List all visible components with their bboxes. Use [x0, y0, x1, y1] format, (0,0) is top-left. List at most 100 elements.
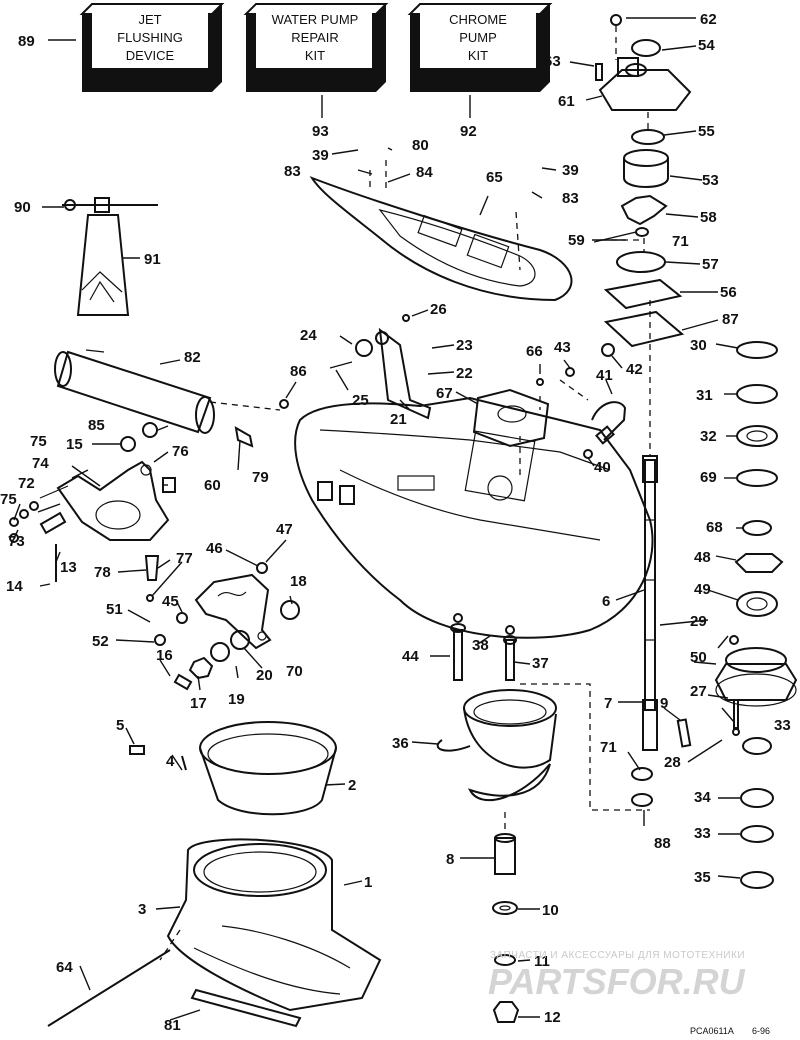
callout-23: 23 — [456, 337, 473, 354]
bearing-housing-drawing — [714, 647, 798, 736]
callout-61: 61 — [558, 93, 575, 110]
small-hardware-left — [120, 399, 300, 771]
callout-84: 84 — [416, 164, 433, 181]
callout-15: 15 — [66, 436, 83, 453]
callout-28: 28 — [664, 754, 681, 771]
callout-34: 34 — [694, 789, 711, 806]
bearing-seal-column — [729, 341, 784, 645]
small-rings — [631, 718, 774, 889]
callout-78: 78 — [94, 564, 111, 581]
callout-59: 59 — [568, 232, 585, 249]
callout-39b: 39 — [562, 162, 579, 179]
figure-code: PCA0611A — [690, 1026, 734, 1036]
callout-40: 40 — [594, 459, 611, 476]
kit-label-line: KIT — [468, 48, 488, 63]
callout-19: 19 — [228, 691, 245, 708]
callout-5: 5 — [116, 717, 124, 734]
support-bracket-drawing — [329, 314, 432, 420]
kit-label-line: DEVICE — [126, 48, 175, 63]
callout-18: 18 — [290, 573, 307, 590]
callout-14: 14 — [6, 578, 23, 595]
callout-3: 3 — [138, 901, 146, 918]
callout-70: 70 — [286, 663, 303, 680]
callout-54: 54 — [698, 37, 715, 54]
callout-37: 37 — [532, 655, 549, 672]
callout-33b: 33 — [694, 825, 711, 842]
callout-4: 4 — [166, 753, 175, 770]
callout-74: 74 — [32, 455, 49, 472]
callout-29: 29 — [690, 613, 707, 630]
callout-41: 41 — [596, 367, 613, 384]
intake-grate-drawing — [166, 838, 382, 1012]
callout-72: 72 — [18, 475, 35, 492]
callout-64: 64 — [56, 959, 73, 976]
callout-32: 32 — [700, 428, 717, 445]
callout-50: 50 — [690, 649, 707, 666]
callout-75b: 75 — [0, 491, 17, 508]
callout-48: 48 — [694, 549, 711, 566]
callout-16: 16 — [156, 647, 173, 664]
callout-39: 39 — [312, 147, 329, 164]
callout-47: 47 — [276, 521, 293, 538]
callout-66: 66 — [526, 343, 543, 360]
callout-49: 49 — [694, 581, 711, 598]
callout-55: 55 — [698, 123, 715, 140]
callout-36: 36 — [392, 735, 409, 752]
callout-53: 53 — [702, 172, 719, 189]
hose-41-drawing — [536, 343, 627, 459]
figure-date: 6-96 — [752, 1026, 770, 1036]
jet-housing-drawing — [294, 396, 654, 639]
watermark-brand: PARTSFOR.RU — [488, 961, 746, 1002]
callout-10: 10 — [542, 902, 559, 919]
callout-77: 77 — [176, 550, 193, 567]
watermark-tagline: ЗАПЧАСТИ И АКСЕССУАРЫ ДЛЯ МОТОТЕХНИКИ — [490, 950, 745, 961]
callout-68: 68 — [706, 519, 723, 536]
adapter-block-drawing — [472, 388, 550, 448]
callout-13: 13 — [60, 559, 77, 576]
callout-63: 63 — [544, 53, 561, 70]
callout-51: 51 — [106, 601, 123, 618]
callout-27: 27 — [690, 683, 707, 700]
callout-58: 58 — [700, 209, 717, 226]
hose-tube-drawing — [54, 349, 215, 434]
callout-86: 86 — [290, 363, 307, 380]
callout-43: 43 — [554, 339, 571, 356]
drive-shaft-drawing — [642, 455, 658, 751]
callout-38: 38 — [472, 637, 489, 654]
kit-box-water-pump: WATER PUMP REPAIR KIT — [243, 3, 389, 92]
callout-24: 24 — [300, 327, 317, 344]
callout-79: 79 — [252, 469, 269, 486]
callout-35: 35 — [694, 869, 711, 886]
callout-85: 85 — [88, 417, 105, 434]
callout-20: 20 — [256, 667, 273, 684]
callout-82: 82 — [184, 349, 201, 366]
callout-80: 80 — [412, 137, 429, 154]
callout-71: 71 — [672, 233, 689, 250]
callout-33: 33 — [774, 717, 791, 734]
callout-9: 9 — [660, 695, 668, 712]
callout-26: 26 — [430, 301, 447, 318]
kit-box-jet-flushing: JET FLUSHING DEVICE — [79, 3, 225, 92]
callout-17: 17 — [190, 695, 207, 712]
kit-label-line: KIT — [305, 48, 325, 63]
callout-leaders — [13, 17, 744, 1021]
callout-8: 8 — [446, 851, 454, 868]
callout-7: 7 — [604, 695, 612, 712]
kit-box-chrome-pump: CHROME PUMP KIT — [407, 3, 553, 92]
callout-69: 69 — [700, 469, 717, 486]
callout-21: 21 — [390, 411, 407, 428]
callout-88: 88 — [654, 835, 671, 852]
callout-1: 1 — [364, 874, 372, 891]
watermark: ЗАПЧАСТИ И АКСЕССУАРЫ ДЛЯ МОТОТЕХНИКИ PA… — [488, 950, 746, 1002]
callout-6: 6 — [602, 593, 610, 610]
callout-67: 67 — [436, 385, 453, 402]
callout-31: 31 — [696, 387, 713, 404]
callout-76: 76 — [172, 443, 189, 460]
callout-71b: 71 — [600, 739, 617, 756]
flushing-device-drawing — [62, 197, 158, 316]
callout-2: 2 — [348, 777, 356, 794]
callout-91: 91 — [144, 251, 161, 268]
bolts-pair — [450, 613, 517, 681]
callout-60: 60 — [204, 477, 221, 494]
